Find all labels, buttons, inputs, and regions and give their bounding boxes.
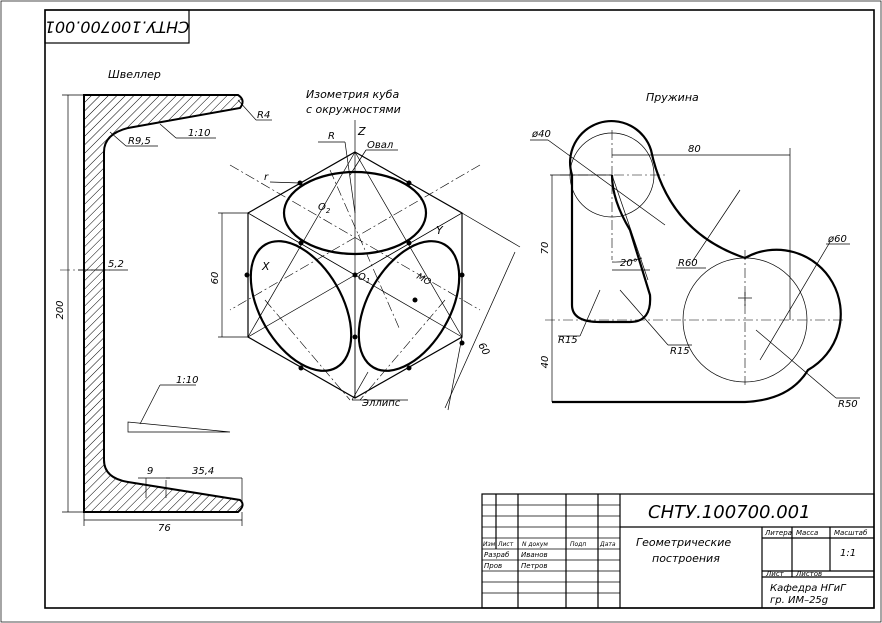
tb-listov: Листов [795, 570, 822, 578]
spring-r60: R60 [678, 258, 698, 269]
iso-title-2: с окружностями [306, 103, 401, 116]
spring-d80: 80 [688, 144, 701, 155]
channel-web-dim: 5,2 [108, 259, 124, 270]
iso-y-axis: Y [436, 224, 444, 237]
tb-razrab-name: Иванов [521, 551, 548, 559]
spring-drawing: Пружина ø40 80 70 40 20° [530, 91, 860, 410]
iso-oval-label: Овал [367, 140, 394, 151]
spring-r50: R50 [838, 399, 858, 410]
channel-flange-w: 35,4 [192, 466, 214, 477]
spring-h40: 40 [540, 356, 551, 369]
spring-angle: 20° [620, 258, 638, 269]
channel-slope-top: 1:10 [188, 128, 210, 139]
tb-razrab: Разраб [484, 551, 510, 559]
channel-profile [83, 94, 244, 513]
oval-top [282, 170, 428, 256]
tb-h-masshtab: Масштаб [834, 529, 868, 537]
iso-r-big: R [328, 131, 335, 142]
tb-name-1: Геометрические [636, 536, 731, 549]
tb-list: Лист [765, 570, 785, 578]
iso-ellipse-label: Эллипс [361, 398, 401, 409]
tb-name-2: построения [652, 552, 720, 565]
tb-h-massa: Масса [796, 529, 818, 537]
tb-dept-1: Кафедра НГиГ [770, 583, 847, 594]
title-block: СНТУ.100700.001 Геометрические построени… [481, 493, 875, 609]
channel-r95-label: R9,5 [128, 136, 151, 147]
channel-section: Швеллер 5,2 200 76 R4 R9,5 1:10 1:10 [55, 68, 272, 534]
spring-d60: ø60 [827, 234, 847, 245]
spring-d40: ø40 [531, 129, 551, 140]
oval-left [249, 240, 353, 372]
tb-h-litera: Литера [764, 529, 792, 537]
iso-z-axis: Z [357, 125, 366, 138]
tb-col-podp: Подп [570, 541, 586, 548]
oval-right [357, 240, 461, 372]
channel-slope-legend: 1:10 [176, 375, 198, 386]
spring-title: Пружина [646, 91, 699, 104]
iso-o2-label: O2 [318, 202, 331, 215]
tb-prov: Пров [484, 562, 502, 570]
spring-contour [552, 119, 842, 404]
tb-col-izm: Изм [483, 541, 496, 548]
mirrored-stamp-text: СНТУ.100700.001 [45, 18, 190, 37]
iso-title-1: Изометрия куба [306, 88, 399, 101]
iso-dim-right: 60 [475, 341, 491, 358]
iso-x-axis: X [261, 260, 270, 273]
drawing-frame [44, 9, 875, 609]
iso-dim-left: 60 [210, 272, 221, 285]
channel-title: Швеллер [108, 68, 161, 81]
channel-height-dim: 200 [55, 300, 66, 319]
spring-h70: 70 [540, 242, 551, 255]
channel-r4-label: R4 [257, 110, 270, 121]
iso-mo-label: MO [415, 272, 433, 288]
tb-scale: 1:1 [840, 548, 856, 559]
iso-r-small: r [264, 172, 269, 183]
iso-o1-label: O1 [358, 272, 370, 285]
channel-flange-t: 9 [147, 466, 153, 477]
tb-col-ndoc: N докум [522, 541, 548, 548]
spring-r15b: R15 [670, 346, 690, 357]
tb-code: СНТУ.100700.001 [648, 502, 811, 523]
tb-prov-name: Петров [521, 562, 548, 570]
channel-width-dim: 76 [158, 523, 171, 534]
tb-dept-2: гр. ИМ–25g [770, 595, 828, 606]
isometric-cube: Изометрия куба с окружностями R r Z Ова [210, 88, 521, 411]
mirrored-stamp-box [44, 9, 190, 44]
tb-col-list: Лист [497, 541, 514, 548]
spring-r15a: R15 [558, 335, 578, 346]
tb-col-data: Дата [599, 541, 616, 548]
